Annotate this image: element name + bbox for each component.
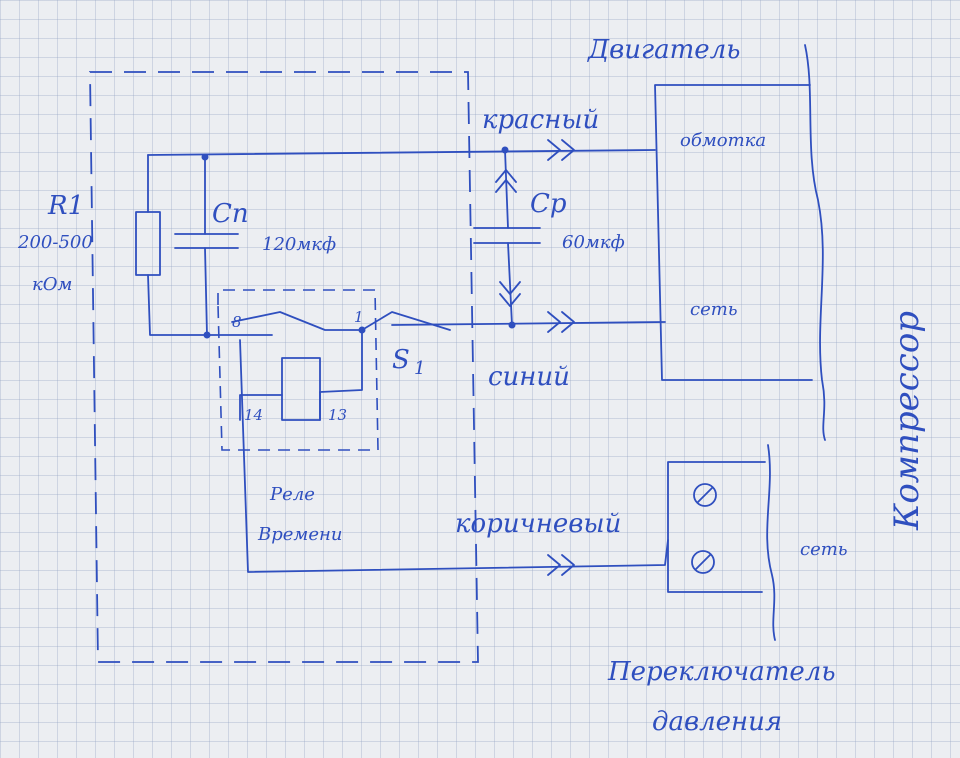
r1-label: R1 — [47, 191, 84, 221]
cp-arrows-top — [495, 169, 517, 193]
capacitor-cn — [174, 233, 239, 249]
cp-arrows-bottom — [499, 281, 521, 307]
coil-pins — [239, 391, 321, 421]
blue-wire-label: синий — [488, 362, 570, 392]
s1-label: S — [392, 345, 410, 375]
relay-contact-wire — [231, 311, 363, 331]
relay-label-line-2: Времени — [257, 524, 342, 545]
capacitor-cp — [473, 227, 541, 244]
junction-dot — [501, 146, 509, 154]
pin-1-label: 1 — [354, 308, 364, 326]
pin-13-label: 13 — [328, 406, 347, 424]
pin-8-label: 8 — [232, 313, 242, 331]
pressure-line-label: сеть — [800, 539, 848, 560]
terminal-screw-bottom — [691, 550, 715, 574]
cp-value-label: 60мкф — [562, 232, 625, 253]
red-wire — [147, 149, 656, 156]
pressure-switch-wavy-edge — [766, 444, 776, 641]
resistor-r1 — [135, 211, 161, 276]
cn-wire — [204, 157, 208, 336]
pin-14-label: 14 — [244, 406, 263, 424]
red-wire-arrows — [547, 139, 575, 161]
junction-dot — [203, 331, 211, 339]
pressure-switch-box — [667, 461, 766, 593]
motor-box — [654, 84, 813, 381]
r1-value-label: 200-500 — [17, 232, 93, 253]
r1-wire — [147, 154, 273, 336]
relay-label-line-1: Реле — [269, 484, 315, 505]
compressor-label: Компрессор — [887, 311, 927, 531]
pressure-switch-label-line-2: давления — [652, 707, 782, 737]
cp-wire — [504, 149, 513, 326]
relay-coil — [281, 357, 321, 421]
relay-pin-1-wire — [319, 329, 363, 393]
cn-value-label: 120мкф — [262, 234, 336, 255]
compressor-wavy-edge — [804, 44, 826, 441]
pressure-switch-label-line-1: Переключатель — [607, 657, 836, 687]
motor-label: Двигатель — [587, 35, 740, 65]
terminal-screw-top — [693, 483, 717, 507]
brown-wire — [239, 339, 669, 573]
junction-dot — [358, 326, 366, 334]
s1-subscript: 1 — [414, 358, 425, 379]
module-enclosure — [89, 71, 479, 663]
cp-label: Ср — [530, 189, 567, 219]
junction-dot — [201, 153, 209, 161]
blue-wire-arrows — [547, 311, 575, 333]
junction-dot — [508, 321, 516, 329]
winding-label: обмотка — [680, 130, 766, 151]
brown-wire-label: коричневый — [455, 509, 621, 539]
r1-unit-label: кОм — [32, 274, 72, 295]
red-wire-label: красный — [482, 105, 599, 135]
blue-wire — [391, 321, 666, 326]
motor-line-label: сеть — [690, 299, 738, 320]
brown-wire-arrows — [547, 554, 575, 576]
cn-label: Сп — [212, 199, 249, 229]
